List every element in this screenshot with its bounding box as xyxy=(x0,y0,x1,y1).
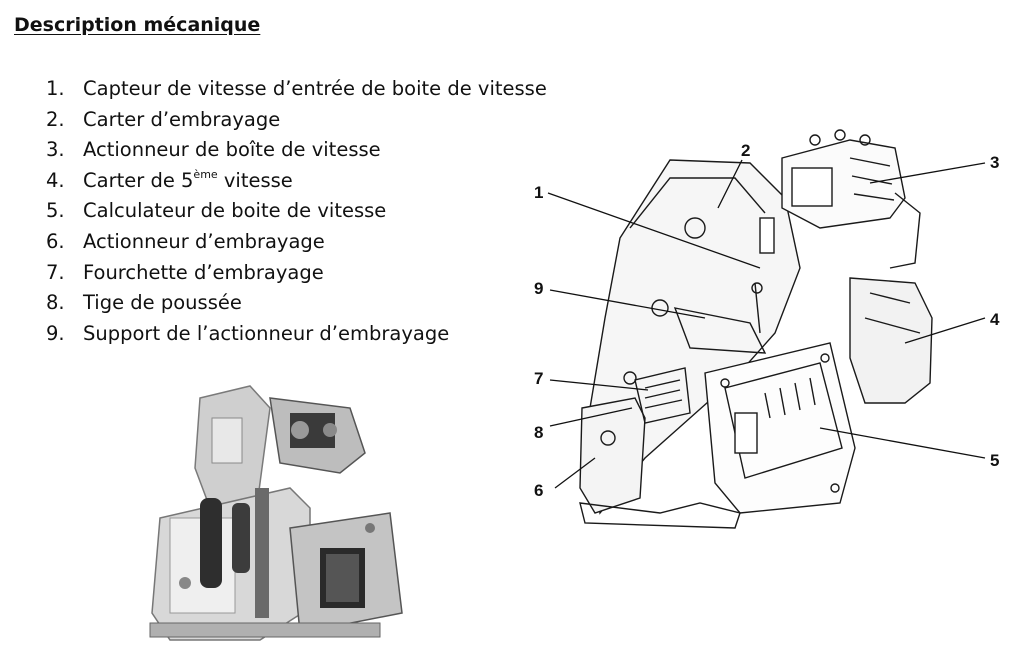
callout-2: 2 xyxy=(741,141,750,160)
list-item: 9.Support de l’actionneur d’embrayage xyxy=(46,321,450,345)
list-item: 8.Tige de poussée xyxy=(46,291,242,315)
gearbox-diagram: 1 2 3 4 5 6 7 8 9 xyxy=(534,129,1000,529)
parts-list: 1.Capteur de vitesse d’entrée de boite d… xyxy=(46,74,547,349)
callout-3: 3 xyxy=(990,153,999,172)
list-item: 3.Actionneur de boîte de vitesse xyxy=(46,138,381,162)
callout-7: 7 xyxy=(534,369,543,388)
list-item: 2.Carter d’embrayage xyxy=(46,107,281,131)
callout-5: 5 xyxy=(990,451,999,470)
gearbox-photo-body xyxy=(149,385,403,641)
callout-leaders xyxy=(547,159,986,489)
list-item: 5.Calculateur de boite de vitesse xyxy=(46,199,387,223)
list-item: 7.Fourchette d’embrayage xyxy=(46,260,324,284)
list-item: 4.Carter de 5ème vitesse xyxy=(46,167,293,192)
callout-9: 9 xyxy=(534,279,543,298)
list-item: 6.Actionneur d’embrayage xyxy=(46,229,325,253)
gearbox-photo xyxy=(149,385,403,641)
document-title: Description mécanique xyxy=(14,14,261,36)
gearbox-drawing xyxy=(579,129,933,529)
callout-8: 8 xyxy=(534,423,543,442)
list-item: 1.Capteur de vitesse d’entrée de boite d… xyxy=(46,77,547,100)
callout-1: 1 xyxy=(534,183,543,202)
callout-6: 6 xyxy=(534,481,543,500)
callout-4: 4 xyxy=(990,310,1000,329)
